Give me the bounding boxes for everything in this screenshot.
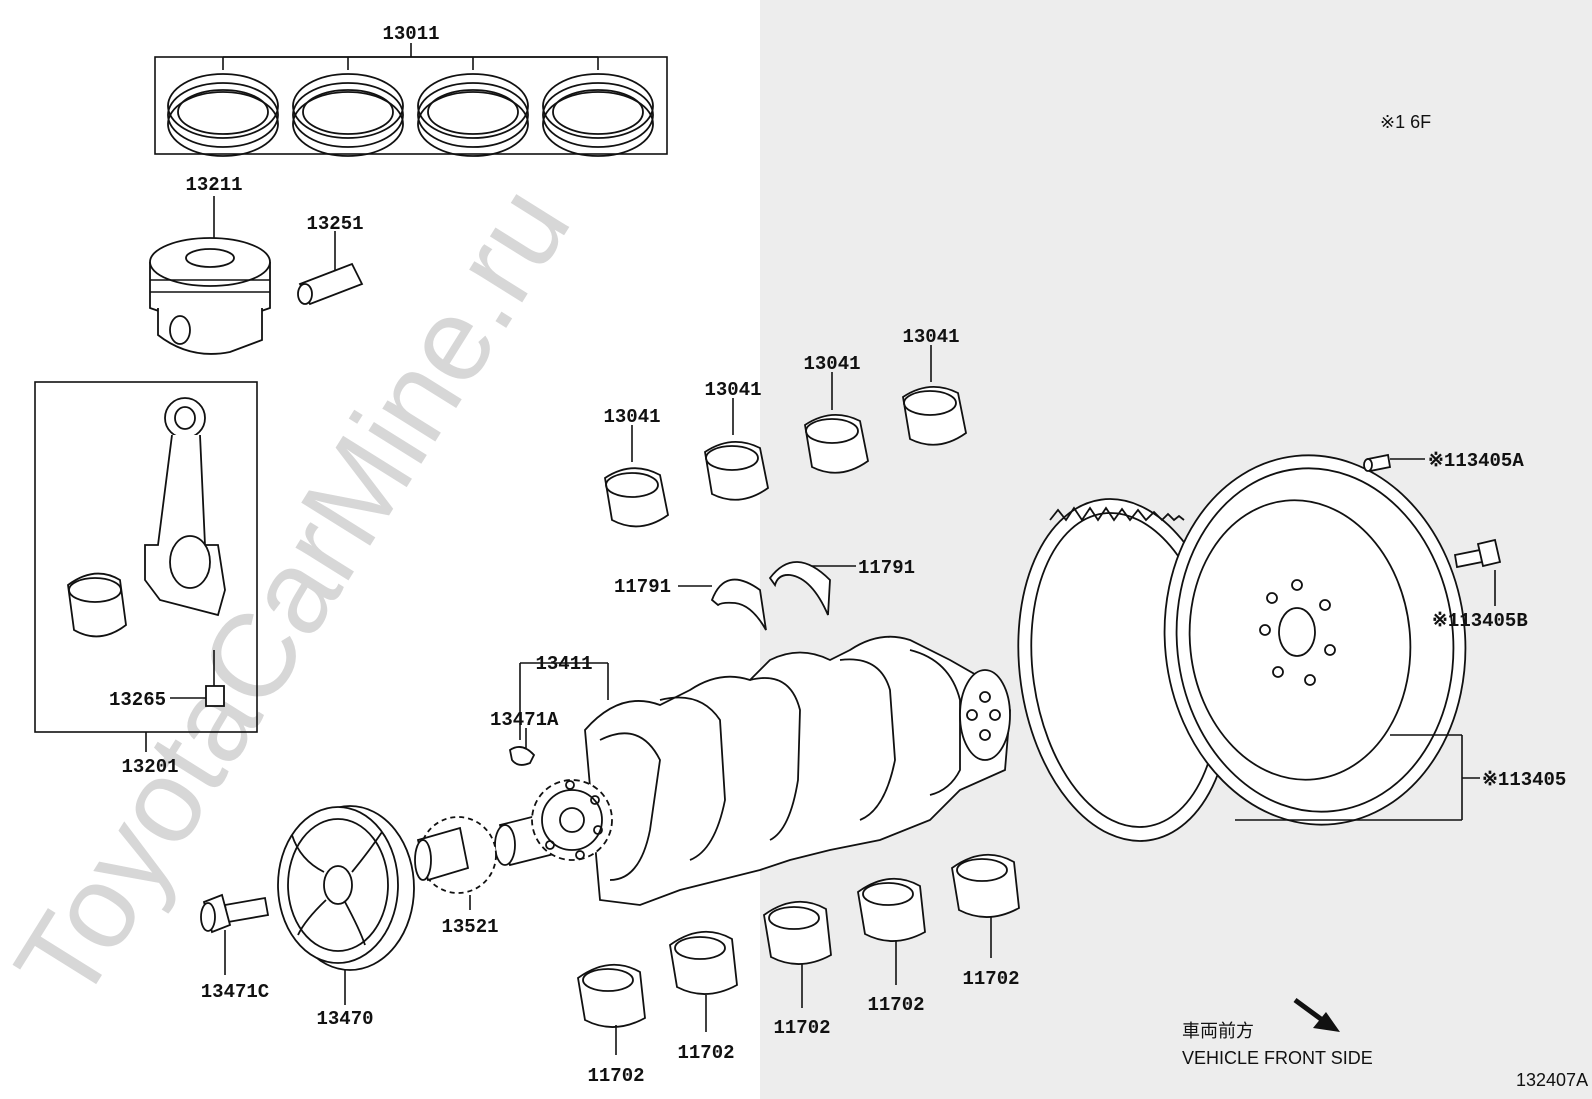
label-thrust-washer-right: 11791 (858, 557, 915, 579)
flywheel-pin (1363, 453, 1425, 473)
label-piston-rings: 13011 (382, 23, 439, 45)
label-piston-pin: 13251 (306, 213, 363, 235)
diagram-id: 132407A (1516, 1070, 1588, 1090)
main-bearing-3 (763, 900, 832, 1008)
label-piston: 13211 (185, 174, 242, 196)
direction-jp: 車両前方 (1182, 1021, 1254, 1041)
label-rod-bolt: 13265 (109, 689, 166, 711)
label-pulley: 13470 (316, 1008, 373, 1030)
label-conrod-assy: 13201 (121, 756, 178, 778)
label-flywheel: ※113405 (1482, 769, 1566, 791)
flywheel (1017, 454, 1480, 842)
label-pulley-bolt: 13471C (201, 981, 269, 1003)
thrust-washer-right (768, 561, 856, 616)
label-main-bearing-4: 11702 (867, 994, 924, 1016)
crankshaft (494, 635, 1011, 906)
piston (149, 196, 271, 355)
crankshaft-key (508, 728, 536, 766)
rod-bearing-1 (604, 425, 669, 528)
label-rod-bearing-3: 13041 (803, 353, 860, 375)
main-bearing-4 (857, 877, 926, 985)
label-main-bearing-3: 11702 (773, 1017, 830, 1039)
label-flywheel-pin: ※113405A (1428, 450, 1524, 472)
piston-rings-group (154, 43, 668, 157)
main-bearing-1 (577, 963, 646, 1055)
label-crankshaft: 13411 (535, 653, 592, 675)
direction-en: VEHICLE FRONT SIDE (1182, 1048, 1373, 1068)
label-crank-gear: 13521 (441, 916, 498, 938)
thrust-washer-left (678, 578, 767, 631)
label-rod-bearing-4: 13041 (902, 326, 959, 348)
piston-pin (297, 231, 364, 306)
option-note: ※1 6F (1380, 112, 1431, 132)
pulley-bolt (200, 893, 270, 975)
label-thrust-washer-left: 11791 (614, 576, 671, 598)
rod-bearing-4 (902, 345, 967, 446)
label-rod-bearing-2: 13041 (704, 379, 761, 401)
label-main-bearing-5: 11702 (962, 968, 1019, 990)
rod-bearing-3 (804, 372, 869, 474)
connecting-rod-assy (34, 381, 258, 752)
flywheel-bolt (1453, 538, 1502, 606)
label-rod-bearing-1: 13041 (603, 406, 660, 428)
crankshaft-pulley (277, 805, 415, 1005)
front-direction-arrow-icon (1293, 997, 1340, 1032)
rod-bearing-2 (704, 398, 769, 501)
label-main-bearing-2: 11702 (677, 1042, 734, 1064)
label-main-bearing-1: 11702 (587, 1065, 644, 1087)
main-bearing-2 (669, 930, 738, 1032)
label-crank-key: 13471A (490, 709, 559, 731)
crankshaft-gear (414, 816, 497, 910)
label-flywheel-bolt: ※113405B (1432, 610, 1528, 632)
main-bearing-5 (951, 853, 1020, 958)
